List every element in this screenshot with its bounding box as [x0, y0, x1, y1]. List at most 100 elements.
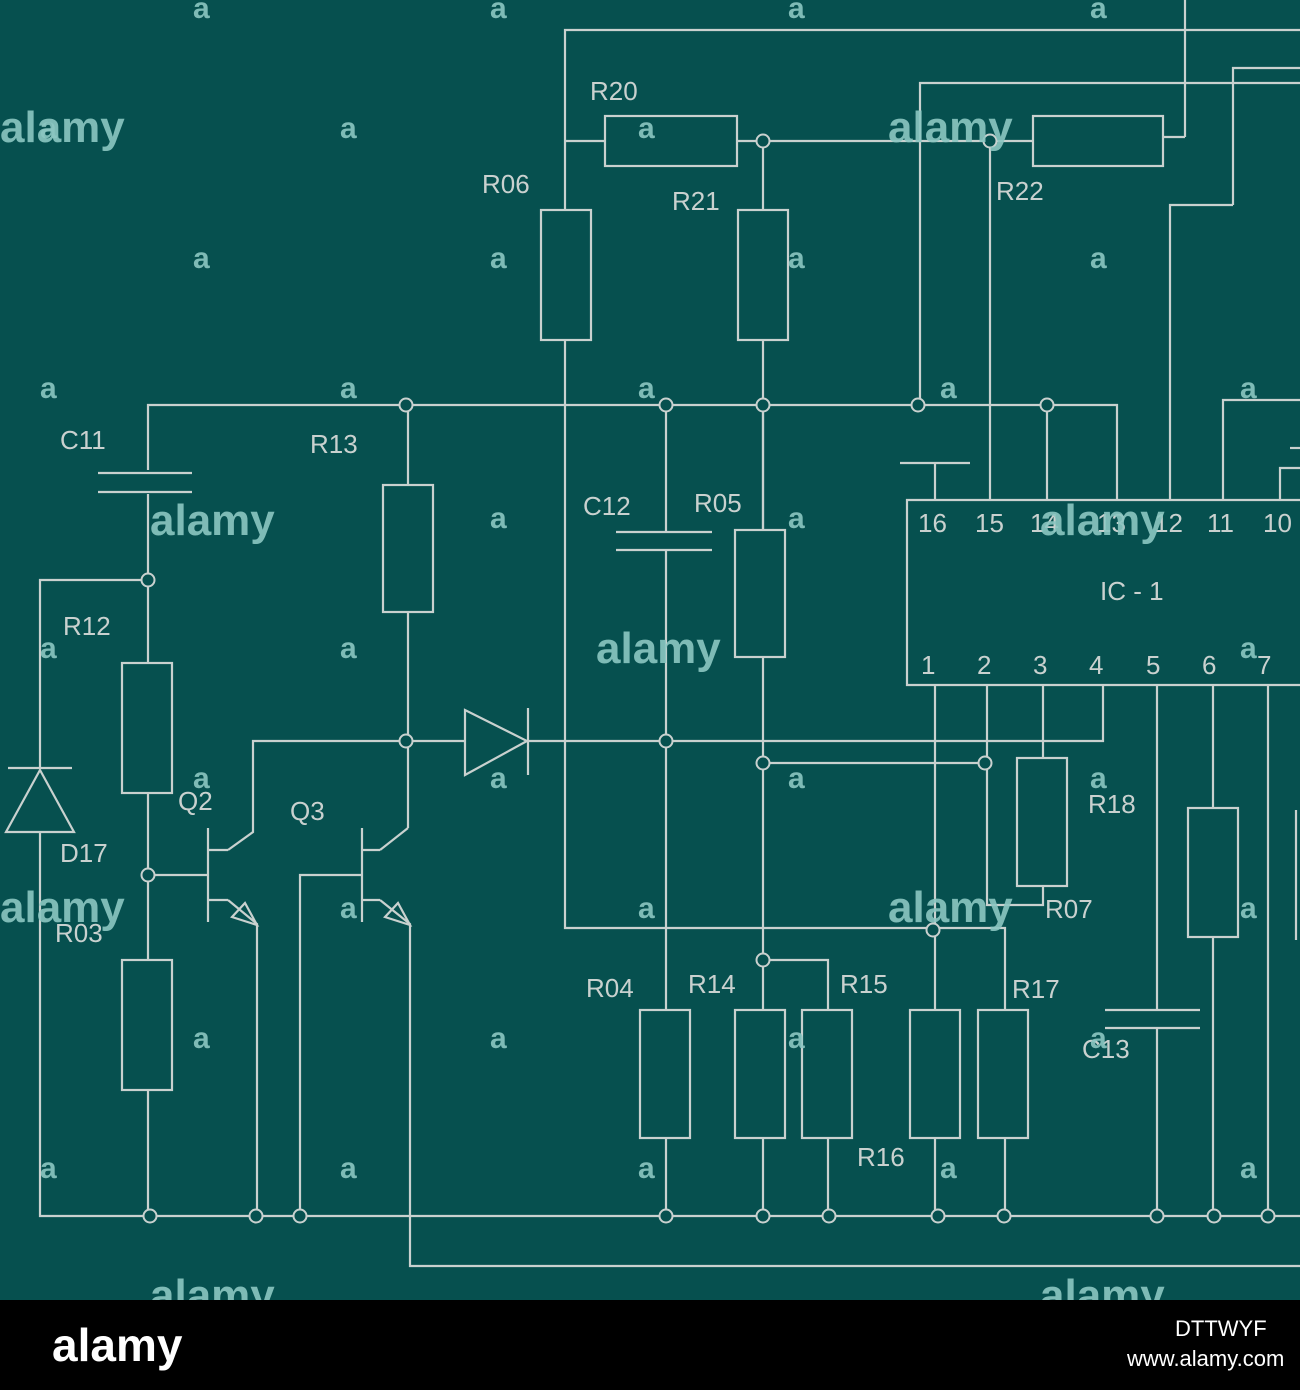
watermark-small: a [340, 632, 357, 665]
ic-pin-bottom: 4 [1089, 650, 1103, 680]
watermark-small: a [193, 1022, 210, 1055]
label-C13: C13 [1082, 1034, 1130, 1064]
transistor-Q2 [206, 828, 260, 927]
wires [38, 0, 1300, 1268]
watermark-small: a [490, 0, 507, 25]
watermark-small: a [940, 1152, 957, 1185]
watermark-logo: alamy [888, 883, 1013, 932]
watermark-small: a [638, 112, 655, 145]
label-R14: R14 [688, 969, 736, 999]
resistor-R05 [733, 528, 787, 659]
watermark-small: a [1090, 242, 1107, 275]
junction-node [140, 867, 156, 883]
ic-pin-top: 16 [918, 508, 947, 538]
ic-pin-top: 12 [1154, 508, 1183, 538]
watermark-small: a [1240, 372, 1257, 405]
label-R17: R17 [1012, 974, 1060, 1004]
label-R06: R06 [482, 169, 530, 199]
label-Q3: Q3 [290, 796, 325, 826]
junction-node [821, 1208, 837, 1224]
resistor-R16 [908, 1008, 962, 1140]
watermark-small: a [193, 762, 210, 795]
watermark-small: a [40, 632, 57, 665]
watermark-logo: alamy [150, 496, 275, 545]
watermark-small: a [340, 1152, 357, 1185]
ic-pin-top: 15 [975, 508, 1004, 538]
resistor-R18 [1015, 756, 1069, 888]
resistor-R03 [120, 958, 174, 1092]
ic-pin-bottom: 2 [977, 650, 991, 680]
watermark-small: a [490, 1022, 507, 1055]
ic-pin-bottom: 5 [1146, 650, 1160, 680]
diode-main [463, 708, 530, 777]
resistor-unlabeled [1186, 806, 1240, 939]
watermark-small: a [788, 1022, 805, 1055]
watermark-small: a [638, 1152, 655, 1185]
junction-node [755, 952, 771, 968]
junction-node [755, 755, 771, 771]
label-R15: R15 [840, 969, 888, 999]
capacitor-C13 [1105, 1008, 1200, 1030]
junction-node [996, 1208, 1012, 1224]
watermark-small: a [1240, 1152, 1257, 1185]
watermark-small: a [788, 242, 805, 275]
junction-node [248, 1208, 264, 1224]
resistor-R17 [976, 1008, 1030, 1140]
capacitor-C12 [616, 530, 712, 552]
junction-node [140, 572, 156, 588]
ic-1-body [905, 498, 1300, 687]
footer-image-id: DTTWYF [1175, 1316, 1267, 1341]
label-R12: R12 [63, 611, 111, 641]
capacitor-C11 [98, 471, 192, 494]
junction-node [1039, 397, 1055, 413]
watermark-small: a [340, 112, 357, 145]
watermark-logo: alamy [596, 624, 721, 673]
junction-node [930, 1208, 946, 1224]
label-R22: R22 [996, 176, 1044, 206]
diode-D17 [4, 766, 76, 834]
junction-node [658, 733, 674, 749]
ic-pin-bottom: 3 [1033, 650, 1047, 680]
resistor-R15 [800, 1008, 854, 1140]
watermark-small: a [490, 762, 507, 795]
label-Q2: Q2 [178, 786, 213, 816]
ic-pin-top: 10 [1263, 508, 1292, 538]
junction-node [1149, 1208, 1165, 1224]
junction-node [977, 755, 993, 771]
watermark-small: a [1090, 0, 1107, 25]
junction-node [1206, 1208, 1222, 1224]
resistor-R14 [733, 1008, 787, 1140]
label-R16: R16 [857, 1142, 905, 1172]
label-R21: R21 [672, 186, 720, 216]
ic-pin-bottom: 1 [921, 650, 935, 680]
label-R03: R03 [55, 918, 103, 948]
components [4, 114, 1300, 1140]
junction-node [398, 397, 414, 413]
junction-node [398, 733, 414, 749]
footer-bar [0, 1300, 1300, 1390]
watermark-small: a [788, 762, 805, 795]
watermark-small: a [638, 892, 655, 925]
label-ic-1: IC - 1 [1100, 576, 1164, 606]
junction-node [292, 1208, 308, 1224]
schematic-background [0, 0, 1300, 1300]
label-R07: R07 [1045, 894, 1093, 924]
ic-pin-top: 14 [1030, 508, 1059, 538]
watermark-small: a [40, 112, 57, 145]
watermark-small: a [490, 502, 507, 535]
resistor-R21 [736, 208, 790, 342]
resistor-R13 [381, 483, 435, 614]
watermark-logo: alamy [1040, 496, 1165, 545]
watermark-small: a [788, 0, 805, 25]
watermark-small: a [1240, 892, 1257, 925]
watermark-logo: alamy [888, 103, 1013, 152]
transistor-Q3 [360, 828, 413, 927]
watermark-small: a [1240, 632, 1257, 665]
label-R20: R20 [590, 76, 638, 106]
junction-node [658, 397, 674, 413]
junction-node [658, 1208, 674, 1224]
junction-node [755, 133, 771, 149]
ic-pin-bottom: 7 [1257, 650, 1271, 680]
